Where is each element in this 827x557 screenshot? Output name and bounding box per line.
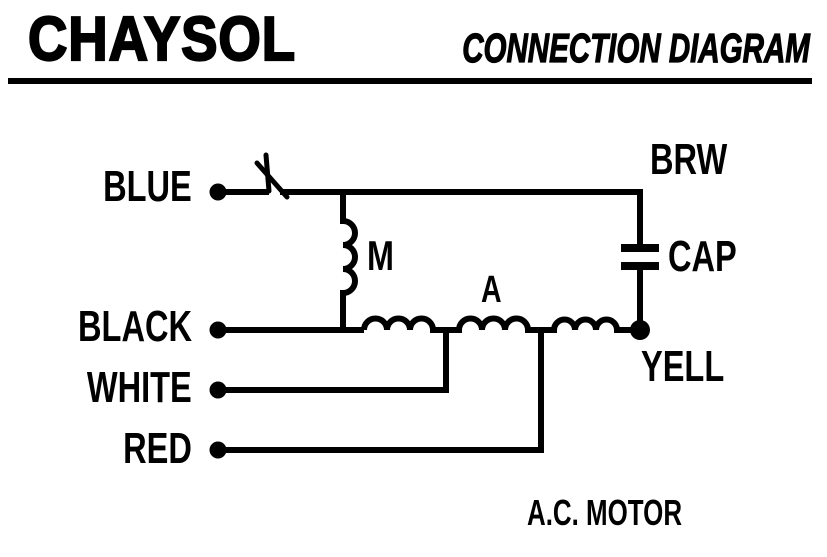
white-lead-wire bbox=[220, 332, 449, 393]
main-winding-coil bbox=[340, 192, 358, 330]
aux-winding-coil bbox=[361, 315, 634, 333]
red-terminal-dot bbox=[209, 441, 227, 459]
label-aux-winding: A bbox=[481, 269, 502, 311]
blue-terminal-dot bbox=[209, 183, 227, 201]
label-brw: BRW bbox=[650, 135, 728, 184]
label-blue: BLUE bbox=[103, 162, 192, 211]
black-terminal-dot bbox=[209, 321, 227, 339]
label-main-winding: M bbox=[367, 232, 394, 279]
white-terminal-dot bbox=[209, 381, 227, 399]
red-lead-wire bbox=[220, 332, 544, 453]
page-title: CONNECTION DIAGRAM bbox=[462, 25, 811, 71]
label-black: BLACK bbox=[78, 302, 192, 351]
label-red: RED bbox=[123, 424, 192, 473]
header-rule bbox=[8, 78, 812, 84]
capacitor-bottom-plate bbox=[621, 262, 659, 270]
switch-contact-tick bbox=[263, 152, 272, 194]
yell-junction-dot bbox=[630, 320, 650, 340]
label-cap: CAP bbox=[668, 232, 737, 281]
brand-logo: CHAYSOL bbox=[27, 5, 296, 74]
diagram-caption: A.C. MOTOR bbox=[527, 492, 683, 533]
label-yell: YELL bbox=[641, 342, 725, 391]
top-line-wire bbox=[280, 189, 643, 246]
label-white: WHITE bbox=[87, 363, 192, 412]
capacitor-top-plate bbox=[621, 244, 659, 252]
